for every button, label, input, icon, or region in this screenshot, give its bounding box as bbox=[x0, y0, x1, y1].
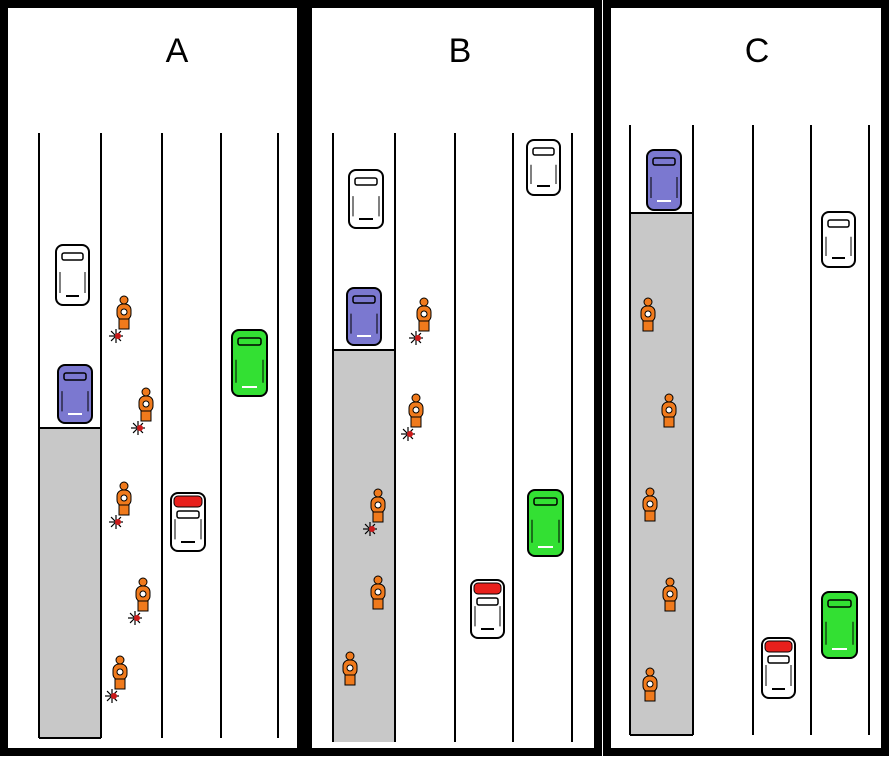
white-car bbox=[821, 211, 856, 268]
worker-icon bbox=[116, 295, 132, 330]
white-car bbox=[55, 244, 90, 306]
white-red-car bbox=[170, 492, 206, 552]
worker-icon bbox=[662, 577, 678, 612]
spark-icon bbox=[128, 611, 142, 625]
worker-icon bbox=[342, 651, 358, 686]
worker-icon bbox=[138, 387, 154, 422]
worker-icon bbox=[112, 655, 128, 690]
white-car bbox=[526, 139, 561, 196]
workers-layer bbox=[105, 295, 678, 703]
worker-icon bbox=[135, 577, 151, 612]
panel-label-b: B bbox=[448, 32, 472, 70]
vehicles-layer bbox=[55, 139, 858, 699]
spark-icon bbox=[109, 515, 123, 529]
white-car bbox=[348, 169, 384, 229]
spark-icon bbox=[401, 427, 415, 441]
spark-icon bbox=[409, 331, 423, 345]
worker-icon bbox=[416, 297, 432, 332]
worker-icon bbox=[640, 297, 656, 332]
green-car bbox=[821, 591, 858, 659]
blue-car bbox=[646, 149, 682, 211]
spark-icon bbox=[109, 329, 123, 343]
worker-icon bbox=[408, 393, 424, 428]
spark-icon bbox=[363, 522, 377, 536]
green-car bbox=[231, 329, 268, 397]
panel-c-shoulder bbox=[630, 213, 693, 735]
blue-car bbox=[346, 287, 382, 346]
worker-icon bbox=[642, 487, 658, 522]
blue-car bbox=[57, 364, 93, 424]
worker-icon bbox=[642, 667, 658, 702]
worker-icon bbox=[370, 488, 386, 523]
white-red-car bbox=[470, 579, 505, 639]
panel-label-a: A bbox=[165, 32, 189, 70]
panel-label-c: C bbox=[744, 32, 770, 70]
spark-icon bbox=[105, 689, 119, 703]
panel-b-shoulder bbox=[333, 350, 395, 742]
panel-a-shoulder bbox=[39, 428, 101, 738]
worker-icon bbox=[661, 393, 677, 428]
worker-icon bbox=[370, 575, 386, 610]
panel-b bbox=[304, 0, 602, 756]
white-red-car bbox=[761, 637, 796, 699]
spark-icon bbox=[131, 421, 145, 435]
worker-icon bbox=[116, 481, 132, 516]
green-car bbox=[527, 489, 564, 557]
